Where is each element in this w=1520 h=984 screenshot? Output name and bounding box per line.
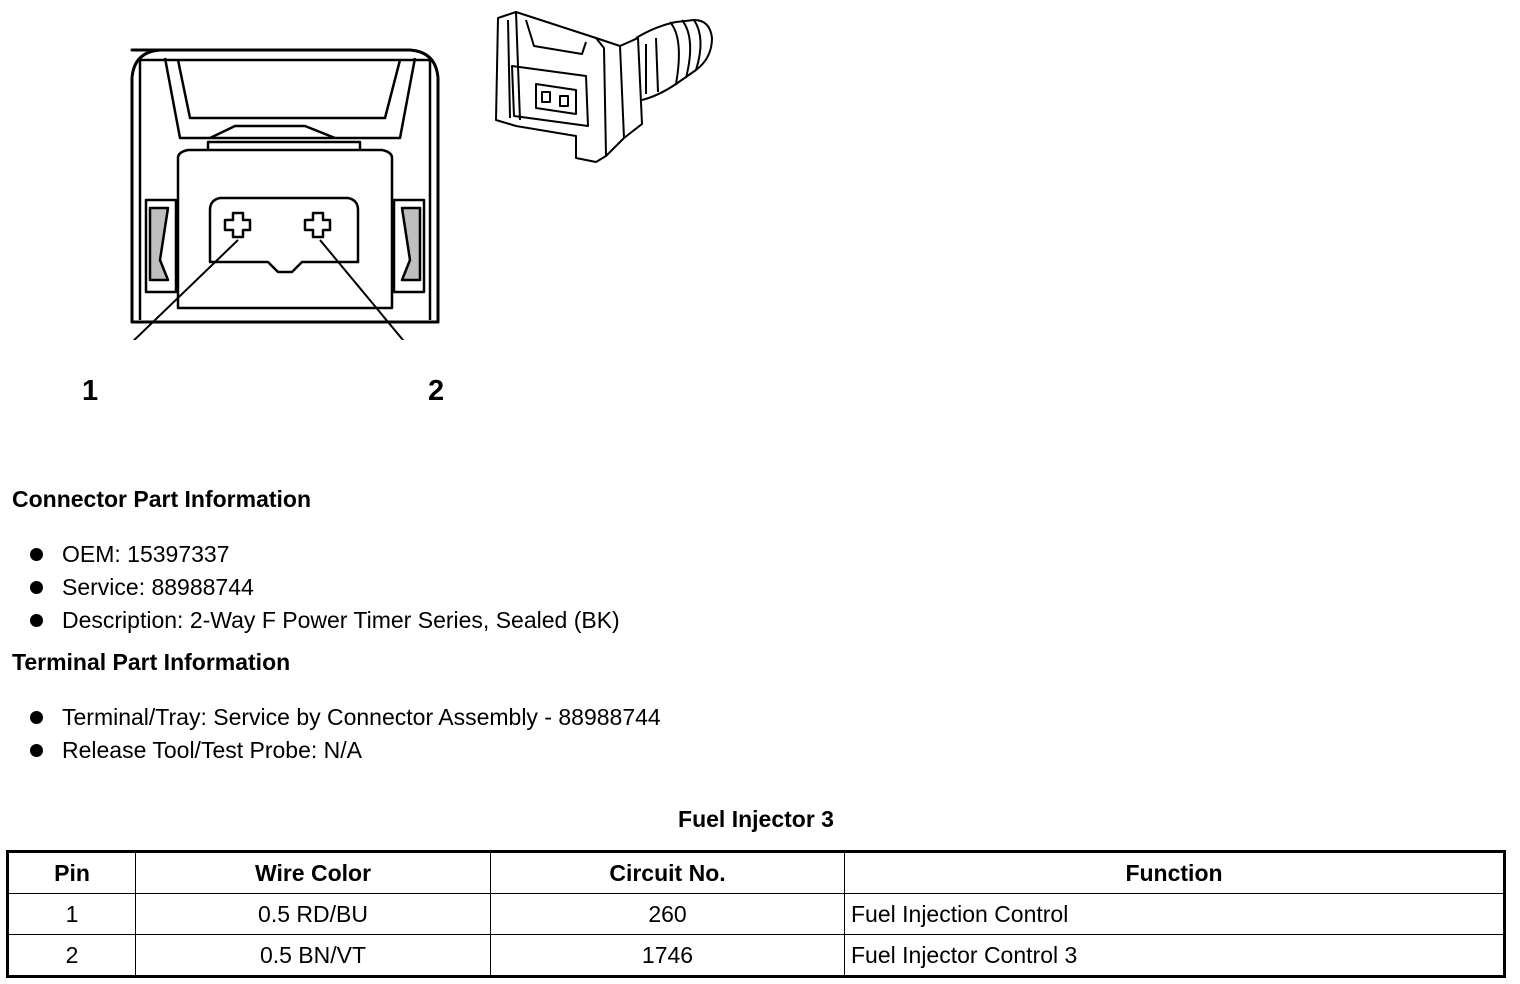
cell-function: Fuel Injection Control (844, 893, 1505, 935)
bullet-icon (30, 711, 43, 724)
cell-wire-color: 0.5 BN/VT (135, 934, 491, 977)
cell-circuit-no: 260 (490, 893, 845, 935)
list-item-text: Service: 88988744 (62, 574, 254, 600)
table-row: 2 0.5 BN/VT 1746 Fuel Injector Control 3 (7, 934, 1505, 977)
cell-circuit-no: 1746 (490, 934, 845, 977)
list-item-text: Release Tool/Test Probe: N/A (62, 737, 363, 763)
column-header-circuit-no: Circuit No. (490, 851, 845, 894)
list-item: Description: 2-Way F Power Timer Series,… (28, 604, 620, 637)
column-header-pin: Pin (7, 851, 136, 894)
pin-label-2: 2 (428, 375, 445, 407)
cell-pin: 1 (7, 893, 136, 935)
pinout-table: Pin Wire Color Circuit No. Function 1 0.… (6, 850, 1506, 978)
list-item-text: Description: 2-Way F Power Timer Series,… (62, 607, 620, 633)
list-item-text: Terminal/Tray: Service by Connector Asse… (62, 704, 661, 730)
list-item-text: OEM: 15397337 (62, 541, 230, 567)
cell-wire-color: 0.5 RD/BU (135, 893, 491, 935)
column-header-function: Function (844, 851, 1505, 894)
pin-label-1: 1 (82, 375, 99, 407)
cell-pin: 2 (7, 934, 136, 977)
bullet-icon (30, 581, 43, 594)
cell-function: Fuel Injector Control 3 (844, 934, 1505, 977)
connector-isometric-view (495, 11, 713, 163)
connector-info-list: OEM: 15397337 Service: 88988744 Descript… (28, 538, 620, 637)
column-header-wire-color: Wire Color (135, 851, 491, 894)
terminal-info-heading: Terminal Part Information (12, 649, 291, 675)
connector-info-heading: Connector Part Information (12, 486, 312, 512)
list-item: Terminal/Tray: Service by Connector Asse… (28, 701, 661, 734)
table-header-row: Pin Wire Color Circuit No. Function (7, 851, 1505, 894)
table-row: 1 0.5 RD/BU 260 Fuel Injection Control (7, 893, 1505, 935)
bullet-icon (30, 548, 43, 561)
list-item: OEM: 15397337 (28, 538, 620, 571)
table-title: Fuel Injector 3 (678, 806, 834, 832)
list-item: Release Tool/Test Probe: N/A (28, 734, 661, 767)
terminal-info-list: Terminal/Tray: Service by Connector Asse… (28, 701, 661, 767)
connector-front-view (130, 48, 440, 340)
list-item: Service: 88988744 (28, 571, 620, 604)
bullet-icon (30, 614, 43, 627)
bullet-icon (30, 744, 43, 757)
